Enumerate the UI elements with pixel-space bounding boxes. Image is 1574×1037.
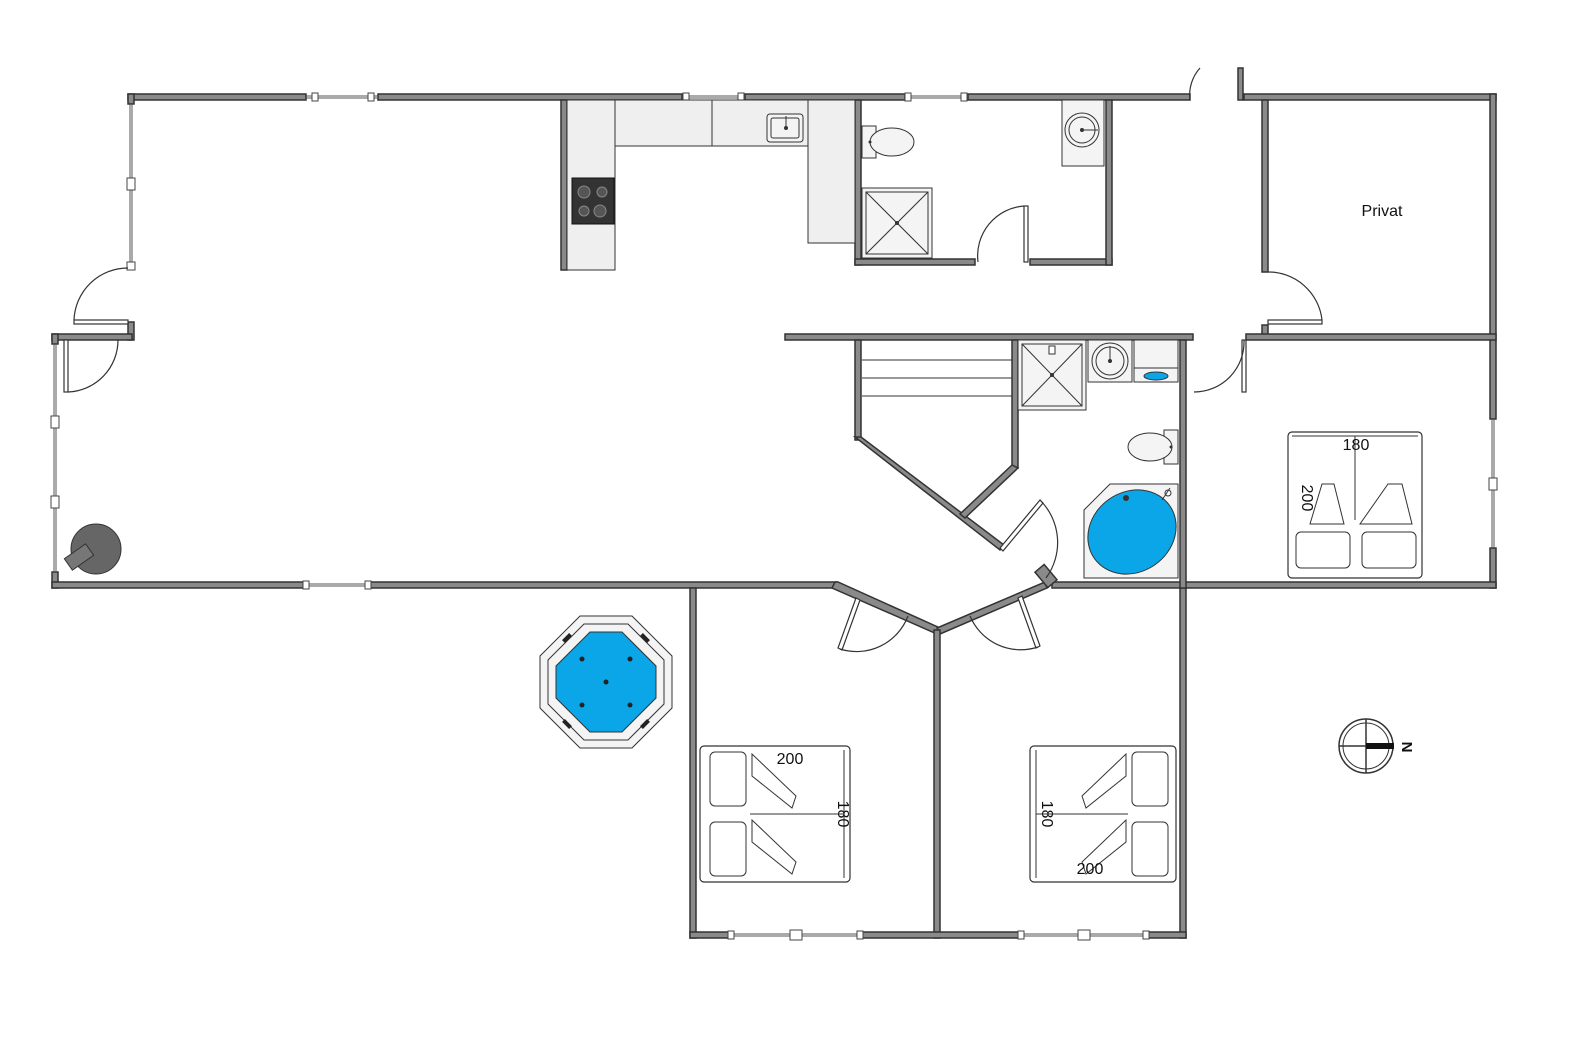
double-bed-south-right: 200 180 bbox=[1029, 745, 1177, 883]
wood-stove-icon bbox=[63, 523, 122, 575]
bed-length-label: 200 bbox=[777, 751, 804, 768]
staircase bbox=[862, 359, 1012, 397]
double-bed-south-left: 200 180 bbox=[699, 745, 851, 883]
shower-room bbox=[861, 99, 1105, 259]
washbasin-icon bbox=[1087, 339, 1133, 383]
shower-icon bbox=[861, 187, 933, 259]
doors bbox=[63, 67, 1323, 653]
washing-machine-icon bbox=[1133, 339, 1179, 383]
bathtub-icon bbox=[1083, 483, 1179, 579]
double-bed-east: 180 200 bbox=[1287, 431, 1423, 579]
bed-length-label: 200 bbox=[1298, 485, 1315, 512]
bathroom bbox=[1017, 339, 1179, 579]
windows bbox=[50, 92, 1498, 941]
toilet-icon bbox=[1127, 429, 1179, 465]
shower-icon bbox=[1017, 339, 1087, 411]
room-label-private: Privat bbox=[1362, 203, 1403, 220]
bed-width-label: 180 bbox=[834, 801, 851, 828]
compass-icon: N bbox=[1338, 718, 1415, 774]
stove-icon bbox=[571, 177, 615, 225]
bed-length-label: 200 bbox=[1077, 861, 1104, 878]
bed-width-label: 180 bbox=[1343, 437, 1370, 454]
hot-tub-icon bbox=[539, 615, 673, 749]
bed-width-label: 180 bbox=[1038, 801, 1055, 828]
toilet-icon bbox=[861, 125, 915, 159]
walls bbox=[51, 67, 1497, 939]
kitchen bbox=[566, 99, 856, 271]
kitchen-sink-icon bbox=[766, 113, 804, 143]
compass-north-label: N bbox=[1398, 742, 1415, 753]
washbasin-icon bbox=[1061, 99, 1105, 167]
